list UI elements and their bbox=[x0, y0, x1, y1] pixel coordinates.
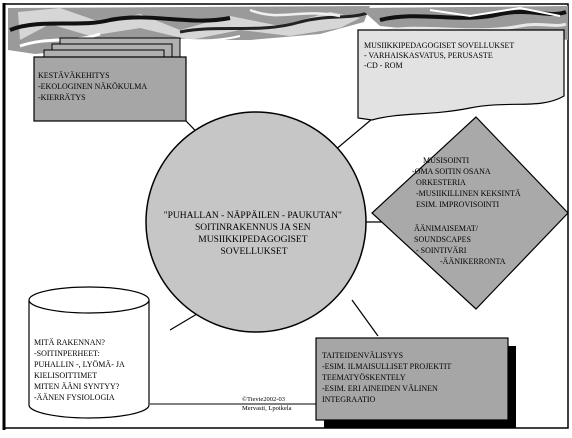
applications-line-1: - VARHAISKASVATUS, PERUSASTE bbox=[364, 51, 493, 60]
sustainability-text: KESTÄVÄKEHITYS -EKOLOGINEN NÄKÖKULMA -KI… bbox=[38, 71, 149, 102]
music-making-line-4: ESIM. IMPROVISOINTI bbox=[416, 200, 499, 209]
sustainability-line-2: -KIERRÄTYS bbox=[38, 93, 86, 102]
center-line-1: SOITINRAKENNUS JA SEN bbox=[195, 223, 311, 233]
center-line-0: "PUHALLAN - NÄPPÄILEN - PAUKUTAN" bbox=[164, 209, 342, 221]
credit-text: ©Tievie2002-03 Mervasti, Lpoikela bbox=[242, 396, 292, 412]
applications-text: MUSIIKKIPEDAGOGISET SOVELLUKSET - VARHAI… bbox=[364, 41, 516, 70]
music-making-line-2: ORKESTERIA bbox=[416, 178, 466, 187]
arts-integration-text: TAITEIDENVÄLISYYS -ESIM. ILMAISULLISET P… bbox=[322, 351, 453, 404]
center-topic-circle bbox=[145, 111, 367, 333]
arts-integration-line-2: TEEMATYÖSKENTELY bbox=[322, 373, 406, 382]
connector-arts-integration bbox=[351, 299, 379, 337]
arts-integration-box bbox=[315, 337, 509, 421]
applications-line-0: MUSIIKKIPEDAGOGISET SOVELLUKSET bbox=[364, 41, 514, 50]
applications-line-2: -CD - ROM bbox=[364, 61, 403, 70]
what-to-build-text: MITÄ RAKENNAN? -SOITINPERHEET: PUHALLIN … bbox=[34, 338, 126, 402]
what-to-build-line-1: -SOITINPERHEET: bbox=[34, 349, 100, 358]
center-topic-text: "PUHALLAN - NÄPPÄILEN - PAUKUTAN" SOITIN… bbox=[164, 209, 345, 257]
music-making-line-6: ÄÄNIMAISEMAT/ bbox=[414, 224, 479, 233]
arts-integration-line-0: TAITEIDENVÄLISYYS bbox=[322, 351, 403, 360]
center-line-3: SOVELLUKSET bbox=[220, 247, 287, 257]
sustainability-line-1: -EKOLOGINEN NÄKÖKULMA bbox=[38, 82, 147, 91]
what-to-build-line-5: -ÄÄNEN FYSIOLOGIA bbox=[34, 393, 115, 402]
music-making-text: MUSISOINTI -OMA SOITIN OSANA ORKESTERIA … bbox=[412, 156, 523, 266]
credit-line-0: ©Tievie2002-03 bbox=[242, 396, 285, 403]
what-to-build-line-0: MITÄ RAKENNAN? bbox=[34, 338, 105, 347]
sustainability-line-0: KESTÄVÄKEHITYS bbox=[38, 71, 110, 80]
applications-document-shape bbox=[357, 29, 565, 121]
arts-integration-line-1: -ESIM. ILMAISULLISET PROJEKTIT bbox=[322, 362, 452, 371]
music-making-line-3: -MUSIIKILLINEN KEKSINTÄ bbox=[416, 189, 521, 198]
arts-integration-line-4: INTEGRAATIO bbox=[322, 395, 376, 404]
music-making-line-0: MUSISOINTI bbox=[423, 156, 470, 165]
arts-integration-line-3: -ESIM. ERI AINEIDEN VÄLINEN bbox=[322, 384, 438, 393]
music-making-line-1: -OMA SOITIN OSANA bbox=[412, 167, 491, 176]
credit-line-1: Mervasti, Lpoikela bbox=[242, 405, 292, 412]
what-to-build-line-2: PUHALLIN -, LYÖMÄ- JA bbox=[34, 360, 125, 369]
music-making-line-9: -ÄÄNIKERRONTA bbox=[440, 257, 506, 266]
what-to-build-line-3: KIELISOITTIMET bbox=[34, 371, 97, 380]
sustainability-stack bbox=[33, 37, 187, 122]
center-line-2: MUSIIKKIPEDAGOGISET bbox=[198, 235, 307, 245]
sustainability-box bbox=[33, 56, 187, 122]
music-making-line-8: - SOINTIVÄRI bbox=[416, 246, 467, 255]
what-to-build-line-4: MITEN ÄÄNI SYNTYY? bbox=[34, 382, 120, 391]
music-making-line-7: SOUNDSCAPES bbox=[414, 235, 471, 244]
what-to-build-cylinder bbox=[28, 286, 150, 419]
music-making-diamond bbox=[371, 116, 569, 310]
brush-stroke-banner bbox=[8, 6, 568, 54]
